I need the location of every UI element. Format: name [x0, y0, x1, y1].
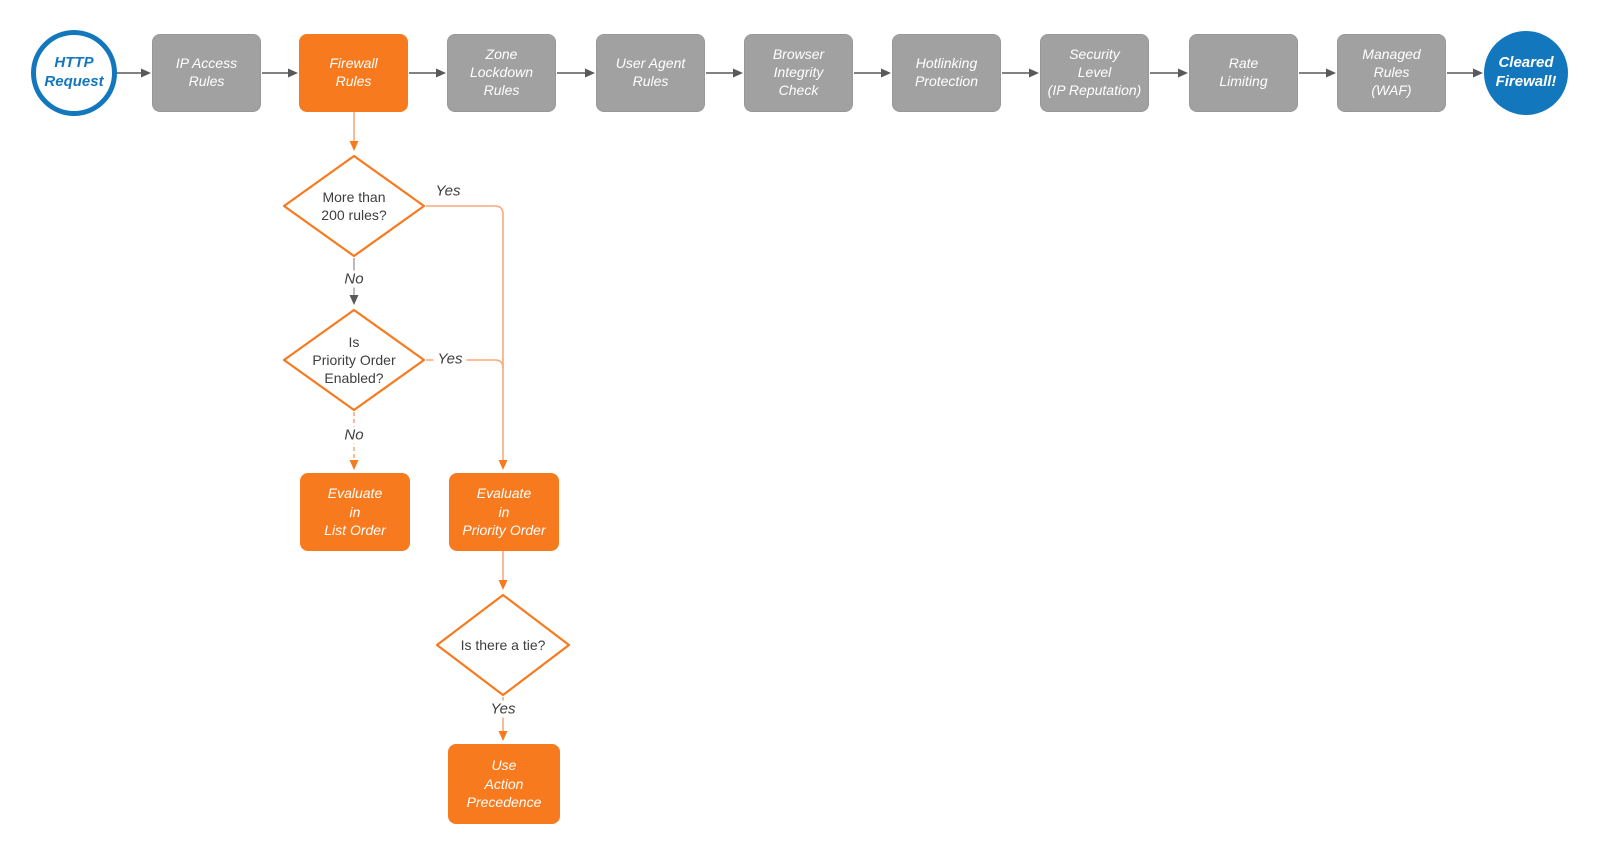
pipeline-box-label: Rate Limiting — [1219, 55, 1268, 89]
edge-label-no-priority-decision: No — [340, 426, 368, 444]
pipeline-box-user-agent-rules: User Agent Rules — [596, 34, 705, 112]
start-node-label: HTTP Request — [44, 54, 104, 90]
pipeline-box-label: Security Level (IP Reputation) — [1047, 46, 1142, 98]
end-node-cleared-firewall: Cleared Firewall! — [1484, 31, 1568, 115]
edge-label-yes-priority-decision: Yes — [433, 350, 467, 368]
edge-label-no-rules-decision: No — [340, 270, 368, 288]
process-box-label: Evaluate in List Order — [324, 485, 386, 539]
decision-more-than-200-rules: More than 200 rules? — [282, 154, 426, 258]
pipeline-box-security-level: Security Level (IP Reputation) — [1040, 34, 1149, 112]
edge-priority-decision-yes — [426, 359, 504, 369]
process-box-evaluate-in-priority-order: Evaluate in Priority Order — [449, 473, 559, 551]
end-node-label: Cleared Firewall! — [1495, 54, 1557, 90]
pipeline-box-label: User Agent Rules — [615, 55, 686, 89]
edge-rules-decision-yes — [426, 205, 508, 470]
process-box-label: Use Action Precedence — [466, 757, 542, 811]
process-box-use-action-precedence: Use Action Precedence — [448, 744, 560, 824]
pipeline-box-zone-lockdown-rules: Zone Lockdown Rules — [447, 34, 556, 112]
decision-label: Is there a tie? — [460, 636, 546, 653]
edge-label-yes-tie-decision: Yes — [486, 700, 520, 718]
pipeline-box-label: Hotlinking Protection — [914, 55, 979, 89]
decision-label: Is Priority Order Enabled? — [312, 333, 396, 387]
pipeline-box-hotlinking-protection: Hotlinking Protection — [892, 34, 1001, 112]
pipeline-box-label: Browser Integrity Check — [772, 46, 825, 98]
decision-is-there-a-tie: Is there a tie? — [435, 593, 571, 697]
pipeline-box-managed-rules-waf: Managed Rules (WAF) — [1337, 34, 1446, 112]
pipeline-box-rate-limiting: Rate Limiting — [1189, 34, 1298, 112]
process-box-evaluate-in-list-order: Evaluate in List Order — [300, 473, 410, 551]
start-node-http-request: HTTP Request — [31, 30, 117, 116]
pipeline-box-browser-integrity-check: Browser Integrity Check — [744, 34, 853, 112]
process-box-label: Evaluate in Priority Order — [462, 485, 546, 539]
pipeline-box-label: Zone Lockdown Rules — [469, 46, 534, 98]
decision-priority-order-enabled: Is Priority Order Enabled? — [282, 308, 426, 412]
pipeline-box-firewall-rules: Firewall Rules — [299, 34, 408, 112]
pipeline-box-label: Firewall Rules — [329, 55, 378, 89]
pipeline-box-ip-access-rules: IP Access Rules — [152, 34, 261, 112]
pipeline-box-label: Managed Rules (WAF) — [1362, 46, 1421, 98]
diamond-shape — [435, 593, 571, 697]
diamond-shape — [282, 154, 426, 258]
pipeline-box-label: IP Access Rules — [175, 55, 238, 89]
decision-label: More than 200 rules? — [321, 188, 387, 223]
edge-label-yes-rules-decision: Yes — [431, 182, 465, 200]
diamond-shape — [282, 308, 426, 412]
